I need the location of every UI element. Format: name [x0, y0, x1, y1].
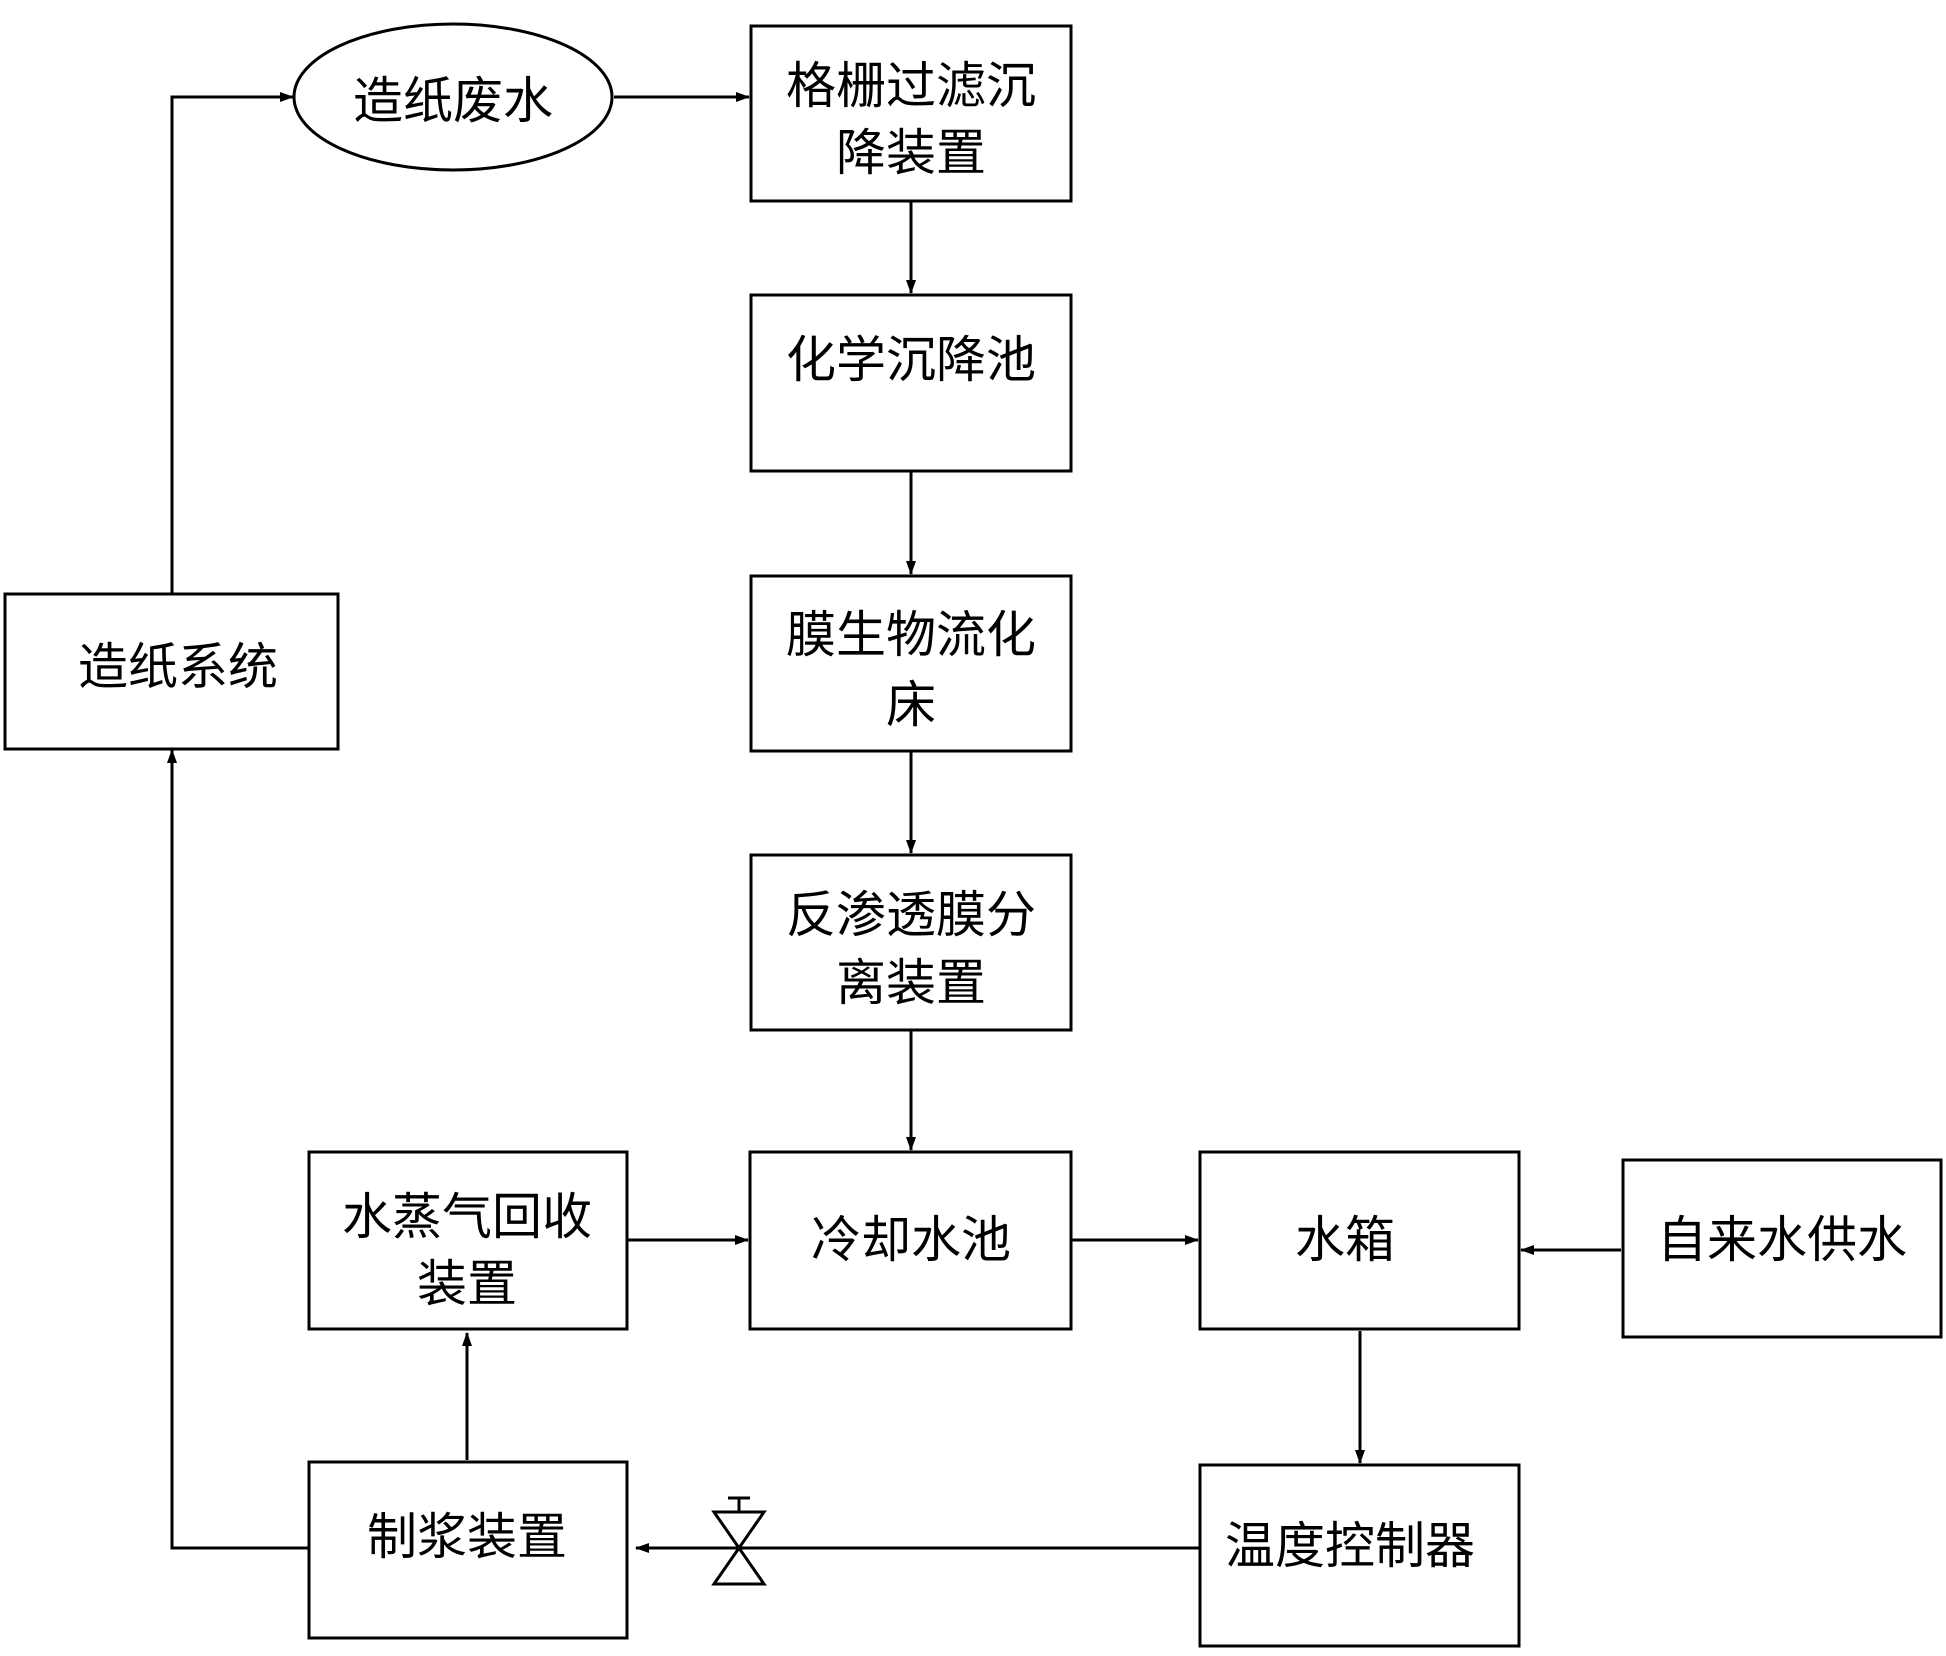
node-water-tank-label: 水箱 — [1295, 1211, 1395, 1269]
edge-pulping-to-papermaking — [167, 749, 309, 1550]
node-membrane-bio-label-2: 床 — [886, 676, 936, 734]
node-cooling-pool-label: 冷却水池 — [811, 1211, 1011, 1269]
node-steam-recovery: 水蒸气回收 装置 — [307, 1150, 629, 1331]
node-grid-filter: 格栅过滤沉 降装置 — [749, 24, 1073, 203]
node-water-tank: 水箱 — [1198, 1150, 1521, 1331]
node-membrane-bio-label-1: 膜生物流化 — [786, 606, 1036, 664]
node-tap-water-label: 自来水供水 — [1657, 1211, 1907, 1269]
node-pulping-label: 制浆装置 — [367, 1508, 567, 1566]
edge-papermaking-to-wastewater — [170, 92, 294, 593]
node-wastewater-label: 造纸废水 — [353, 72, 553, 130]
node-papermaking-label: 造纸系统 — [78, 638, 278, 696]
node-grid-filter-label-1: 格栅过滤沉 — [786, 57, 1036, 115]
node-reverse-osmosis-label-1: 反渗透膜分 — [786, 886, 1036, 944]
node-cooling-pool: 冷却水池 — [748, 1150, 1073, 1331]
node-pulping: 制浆装置 — [307, 1460, 629, 1640]
node-steam-recovery-label-1: 水蒸气回收 — [342, 1188, 592, 1246]
node-chem-settle: 化学沉降池 — [749, 293, 1073, 473]
valve-icon — [711, 1496, 767, 1586]
node-temp-controller: 温度控制器 — [1198, 1463, 1521, 1648]
node-temp-controller-label: 温度控制器 — [1225, 1517, 1475, 1575]
node-steam-recovery-label-2: 装置 — [417, 1255, 517, 1313]
node-papermaking: 造纸系统 — [3, 592, 340, 751]
node-tap-water: 自来水供水 — [1621, 1158, 1943, 1339]
node-reverse-osmosis-label-2: 离装置 — [836, 954, 986, 1012]
node-reverse-osmosis: 反渗透膜分 离装置 — [749, 853, 1073, 1032]
node-membrane-bio: 膜生物流化 床 — [749, 574, 1073, 753]
node-wastewater: 造纸废水 — [292, 22, 614, 172]
node-grid-filter-label-2: 降装置 — [836, 124, 986, 182]
node-chem-settle-label: 化学沉降池 — [786, 331, 1036, 389]
